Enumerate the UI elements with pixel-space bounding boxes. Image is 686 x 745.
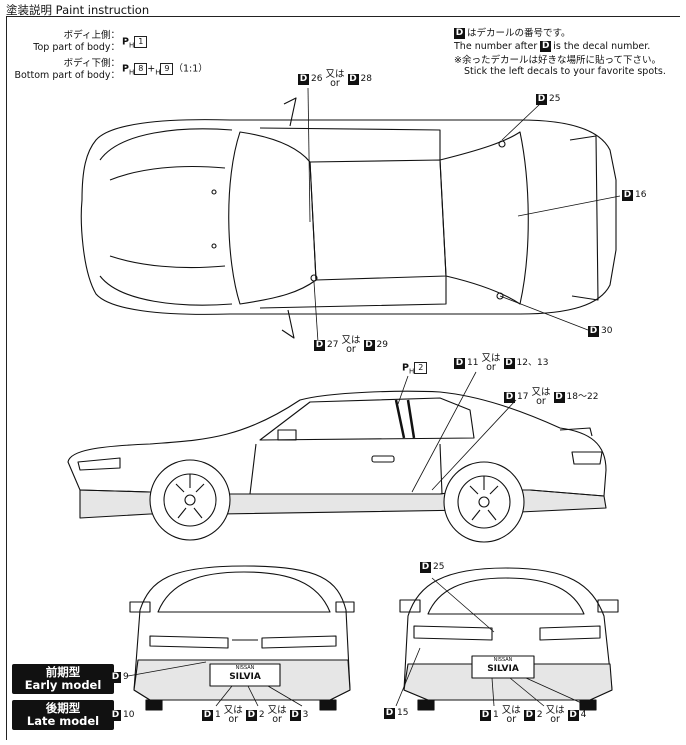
late-model-badge: 後期型 Late model [12,700,114,730]
top-view-roof [309,159,447,281]
side-view-taillight [571,451,603,465]
paint-legend-top: ボディ上側： Top part of body： [10,30,120,54]
top-view-mirrors [281,97,297,339]
legend-top-jp: ボディ上側： [63,30,120,41]
early-model-badge: 前期型 Early model [12,664,114,694]
instruction-frame [6,16,680,740]
rear-view-mirrors [399,599,619,613]
front-wheel [149,459,231,541]
paint-number-box: 1 [134,36,148,48]
side-view-pillar [394,399,416,439]
side-view-body [67,390,607,497]
front-plate-text: NISSAN SILVIA [229,665,261,682]
side-view-window [259,397,475,441]
rear-view-body [403,567,613,701]
rear-plate [471,655,535,679]
paint-legend-bottom: ボディ下側： Bottom part of body： [6,58,120,82]
front-view-body [133,565,351,701]
rear-plate-text: NISSAN SILVIA [487,657,519,674]
top-view-hood-lines [109,165,226,269]
front-view-headlights [149,635,337,649]
top-view-rear-glass [439,131,529,305]
top-view-windshield [228,131,317,305]
front-view-windshield [157,571,331,613]
legend-bottom-jp: ボディ下側： [63,58,120,69]
page-title: 塗装説明 Paint instruction [6,3,150,17]
top-view-hood-panel [99,128,233,306]
legend-bottom-en: Bottom part of body： [14,70,120,81]
side-view-spoiler [559,427,593,437]
top-view-body [80,119,617,315]
front-view-mirrors [129,601,355,613]
side-view-headlight [77,457,121,471]
rear-view-taillights [413,625,601,641]
front-plate [209,663,281,687]
side-view-door [249,443,443,495]
top-view-side-glass [259,127,447,309]
top-view-spoiler [569,135,599,301]
rear-view-glass [427,577,585,615]
rear-wheel [443,461,525,543]
legend-top-en: Top part of body： [33,42,120,53]
